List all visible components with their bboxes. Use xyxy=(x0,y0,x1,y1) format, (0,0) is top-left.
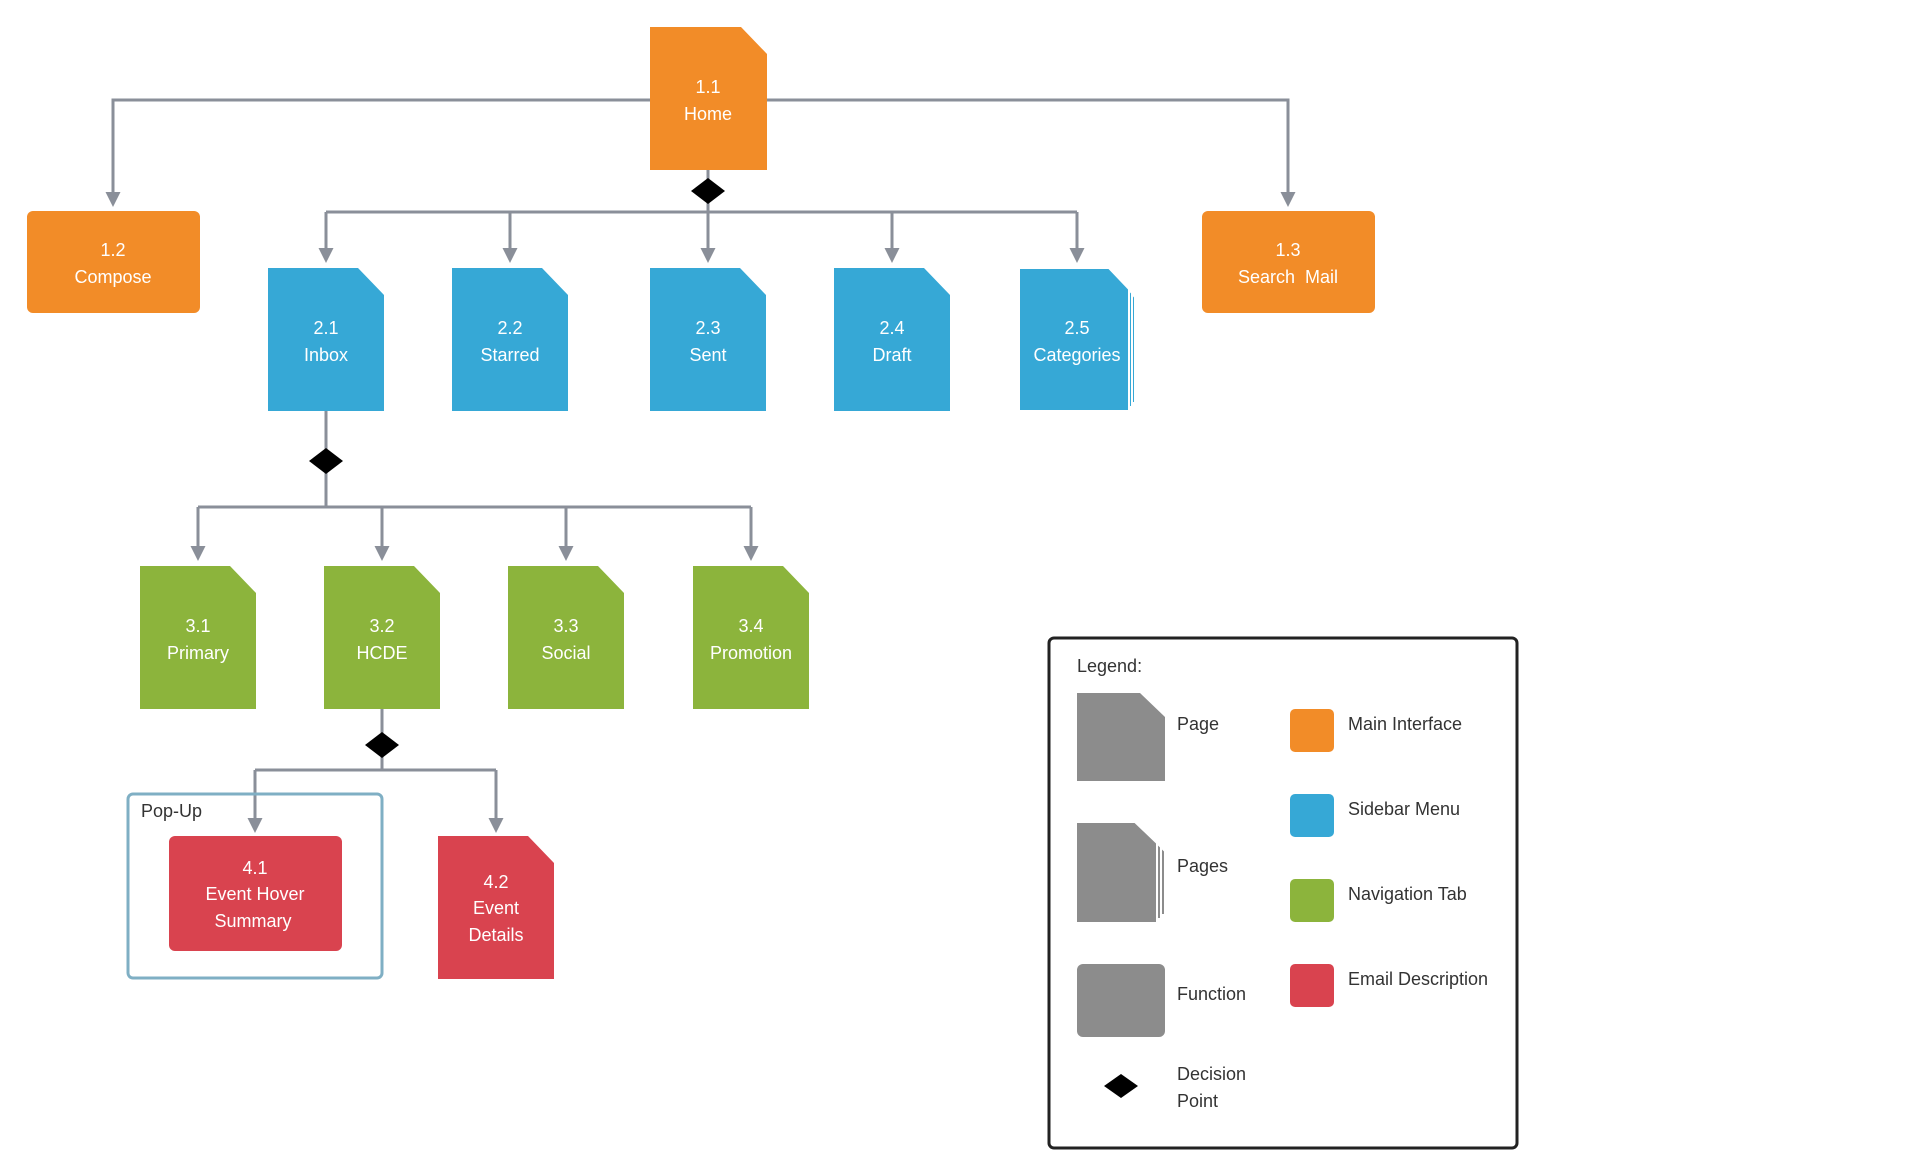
legend-item-main-interface: Main Interface xyxy=(1290,709,1462,752)
legend-function-shape xyxy=(1077,964,1165,1037)
legend-item-decision: Decision Point xyxy=(1104,1064,1246,1111)
node-id: 2.4 xyxy=(879,318,904,338)
connectors xyxy=(105,98,1296,833)
node-4-2-event-details[interactable]: 4.2 Event Details xyxy=(438,836,554,979)
node-label: Search Mail xyxy=(1238,267,1338,287)
node-id: 3.1 xyxy=(185,616,210,636)
legend-title: Legend: xyxy=(1077,656,1142,676)
node-2-2-starred[interactable]: 2.2 Starred xyxy=(452,268,568,411)
legend-pages-label: Pages xyxy=(1177,856,1228,876)
legend-nav-swatch xyxy=(1290,879,1334,922)
node-3-4-promotion[interactable]: 3.4 Promotion xyxy=(693,566,809,709)
node-2-3-sent[interactable]: 2.3 Sent xyxy=(650,268,766,411)
legend-item-navigation-tab: Navigation Tab xyxy=(1290,879,1467,922)
popup-group: Pop-Up xyxy=(126,792,384,980)
legend-pages-front xyxy=(1075,821,1158,924)
node-label: Promotion xyxy=(710,643,792,663)
node-label: Sent xyxy=(689,345,726,365)
node-label: Compose xyxy=(74,267,151,287)
function-shape xyxy=(169,836,342,951)
connector-home-compose xyxy=(105,98,650,207)
node-id: 3.4 xyxy=(738,616,763,636)
legend-decision-diamond xyxy=(1104,1074,1138,1098)
legend: Legend: Page Pages Function Decision Poi… xyxy=(1047,636,1519,1150)
page-shape xyxy=(438,836,554,979)
node-label: Categories xyxy=(1033,345,1120,365)
node-id: 4.1 xyxy=(242,858,267,878)
legend-decision-label-line1: Decision xyxy=(1177,1064,1246,1084)
legend-item-page: Page xyxy=(1077,693,1219,781)
node-label-line1: Event xyxy=(473,898,519,918)
legend-email-swatch xyxy=(1290,964,1334,1007)
page-shape xyxy=(693,566,809,709)
node-label-line1: Event Hover xyxy=(205,884,304,904)
node-id: 2.1 xyxy=(313,318,338,338)
pages-shape-front xyxy=(1018,267,1130,412)
legend-page-shape xyxy=(1077,693,1165,781)
node-id: 1.3 xyxy=(1275,240,1300,260)
connector-home-search xyxy=(767,98,1296,207)
node-label: Social xyxy=(541,643,590,663)
legend-frame xyxy=(1047,636,1519,1150)
node-2-4-draft[interactable]: 2.4 Draft xyxy=(834,268,950,411)
node-3-1-primary[interactable]: 3.1 Primary xyxy=(140,566,256,709)
page-shape xyxy=(140,566,256,709)
function-shape xyxy=(27,211,200,313)
node-1-2-compose[interactable]: 1.2 Compose xyxy=(27,211,200,313)
legend-page-label: Page xyxy=(1177,714,1219,734)
node-label: Home xyxy=(684,104,732,124)
node-label: Starred xyxy=(480,345,539,365)
node-id: 3.2 xyxy=(369,616,394,636)
node-id: 3.3 xyxy=(553,616,578,636)
decision-point-inbox xyxy=(309,448,343,474)
node-label: Draft xyxy=(872,345,911,365)
legend-function-label: Function xyxy=(1177,984,1246,1004)
legend-main-swatch xyxy=(1290,709,1334,752)
node-3-3-social[interactable]: 3.3 Social xyxy=(508,566,624,709)
page-shape xyxy=(268,268,384,411)
legend-item-sidebar-menu: Sidebar Menu xyxy=(1290,794,1460,837)
legend-item-email-description: Email Description xyxy=(1290,964,1488,1007)
node-1-1-home[interactable]: 1.1 Home xyxy=(650,27,767,170)
node-id: 4.2 xyxy=(483,872,508,892)
node-label: Inbox xyxy=(304,345,348,365)
node-id: 2.5 xyxy=(1064,318,1089,338)
node-id: 1.2 xyxy=(100,240,125,260)
node-3-2-hcde[interactable]: 3.2 HCDE xyxy=(324,566,440,709)
page-shape xyxy=(834,268,950,411)
legend-main-label: Main Interface xyxy=(1348,714,1462,734)
node-label-line2: Details xyxy=(468,925,523,945)
page-shape xyxy=(650,27,767,170)
node-id: 1.1 xyxy=(695,77,720,97)
legend-email-label: Email Description xyxy=(1348,969,1488,989)
legend-sidebar-swatch xyxy=(1290,794,1334,837)
node-2-5-categories[interactable]: 2.5 Categories xyxy=(1018,267,1136,412)
page-shape xyxy=(650,268,766,411)
page-shape xyxy=(452,268,568,411)
node-1-3-search-mail[interactable]: 1.3 Search Mail xyxy=(1202,211,1375,313)
page-shape xyxy=(508,566,624,709)
node-label: Primary xyxy=(167,643,229,663)
node-label-line2: Summary xyxy=(214,911,291,931)
node-id: 2.3 xyxy=(695,318,720,338)
legend-sidebar-label: Sidebar Menu xyxy=(1348,799,1460,819)
function-shape xyxy=(1202,211,1375,313)
node-id: 2.2 xyxy=(497,318,522,338)
page-shape xyxy=(324,566,440,709)
popup-border xyxy=(126,792,384,980)
legend-item-function: Function xyxy=(1077,964,1246,1037)
node-label: HCDE xyxy=(356,643,407,663)
legend-nav-label: Navigation Tab xyxy=(1348,884,1467,904)
legend-item-pages: Pages xyxy=(1075,821,1228,924)
decision-point-hcde xyxy=(365,732,399,758)
decision-point-home xyxy=(691,178,725,204)
node-2-1-inbox[interactable]: 2.1 Inbox xyxy=(268,268,384,411)
legend-decision-label-line2: Point xyxy=(1177,1091,1218,1111)
popup-label: Pop-Up xyxy=(141,801,202,821)
node-4-1-event-hover-summary[interactable]: 4.1 Event Hover Summary xyxy=(169,836,342,951)
